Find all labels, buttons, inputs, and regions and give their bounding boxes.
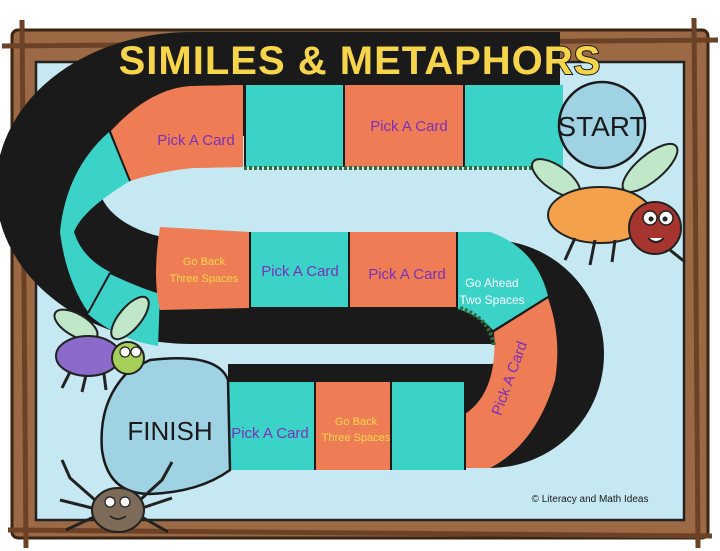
start-circle[interactable] <box>557 80 647 170</box>
orange-fly-legs <box>563 237 686 266</box>
spider <box>59 459 174 534</box>
space-s11[interactable] <box>458 232 548 330</box>
spider-eye-right <box>119 496 131 508</box>
space-s9-label: Pick A Card <box>261 263 339 280</box>
stitch-middle <box>459 306 496 347</box>
space-s8-label-1: Go Back <box>183 256 226 268</box>
space-s14[interactable] <box>316 382 390 470</box>
purple-fly <box>53 295 150 393</box>
space-s6[interactable] <box>111 85 243 181</box>
space-s10-label: Pick A Card <box>368 266 446 283</box>
purple-fly-head <box>111 341 145 375</box>
orange-fly-mouth <box>647 237 665 243</box>
space-s8-label-2: Three Spaces <box>170 273 239 285</box>
space-outlines <box>87 85 549 470</box>
spider-eye-left <box>104 496 116 508</box>
purple-fly-wing-right <box>110 295 150 341</box>
purple-fly-body <box>55 335 121 377</box>
space-s15[interactable] <box>226 382 314 470</box>
copyright-text: © Literacy and Math Ideas <box>532 494 649 505</box>
spider-legs <box>59 459 174 534</box>
orange-fly-head <box>628 201 682 255</box>
space-s11-label-1: Go Ahead <box>465 276 518 290</box>
purple-fly-eye-left <box>119 346 131 358</box>
space-s1[interactable] <box>465 85 563 167</box>
finish-blob[interactable] <box>100 356 232 496</box>
space-s9[interactable] <box>251 232 348 307</box>
space-s5[interactable] <box>60 132 130 312</box>
purple-fly-legs <box>60 371 108 393</box>
space-s14-label-2: Three Spaces <box>322 432 391 444</box>
space-s8[interactable] <box>156 227 250 310</box>
game-title: SIMILES & METAPHORS <box>119 39 602 83</box>
space-s2[interactable] <box>345 85 463 167</box>
purple-fly-eye-right <box>130 346 142 358</box>
start-label: START <box>557 111 646 142</box>
orange-fly-pupil-right <box>662 216 668 222</box>
space-s15-label: Pick A Card <box>231 425 309 442</box>
space-s12[interactable] <box>458 298 558 468</box>
finish-label: FINISH <box>127 416 212 446</box>
spider-mouth <box>109 515 127 520</box>
space-s14-label-1: Go Back <box>335 416 378 428</box>
space-s3[interactable] <box>245 85 343 167</box>
space-s6-label: Pick A Card <box>157 132 235 149</box>
orange-fly <box>531 142 686 266</box>
space-s11-label-2: Two Spaces <box>459 293 524 307</box>
spider-body <box>91 487 145 533</box>
space-s10[interactable] <box>350 232 457 307</box>
orange-fly-pupil-left <box>648 216 654 222</box>
space-s2-label: Pick A Card <box>370 118 448 135</box>
space-s13[interactable] <box>392 382 464 470</box>
